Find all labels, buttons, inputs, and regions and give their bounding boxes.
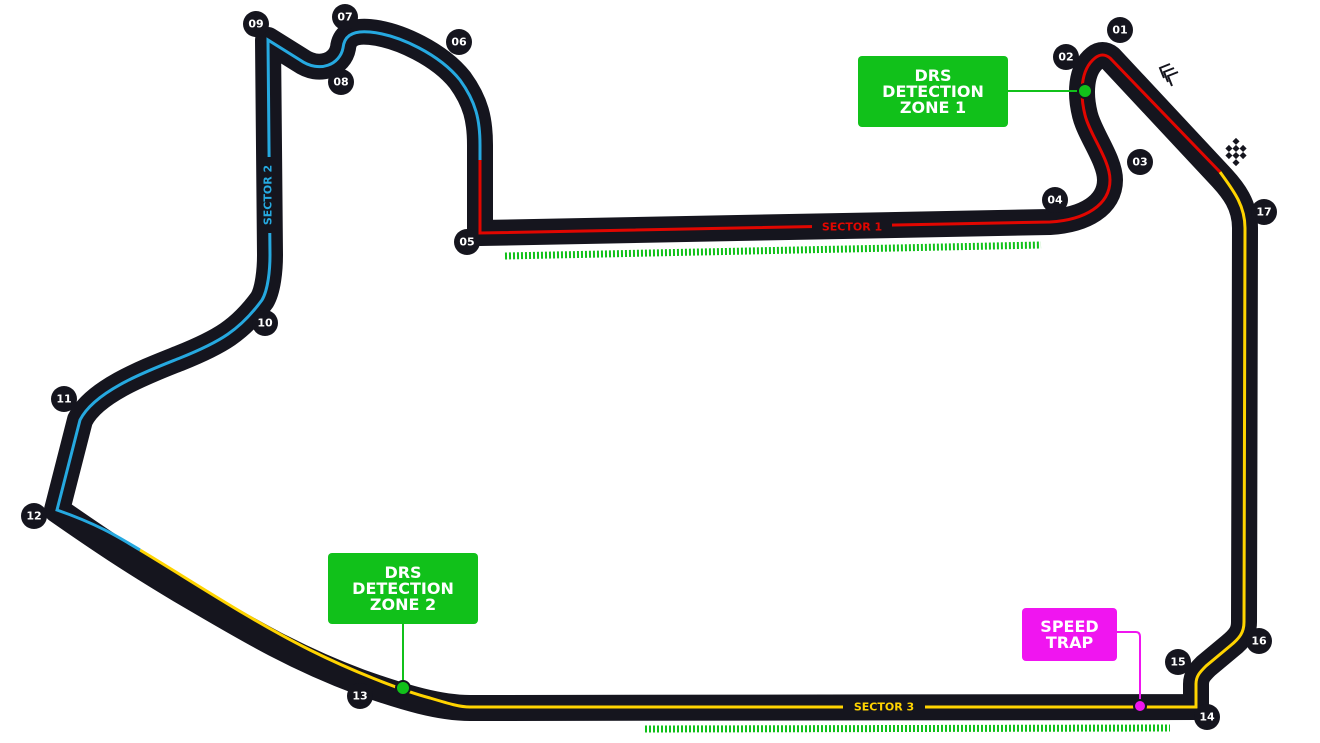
sector-1-line bbox=[478, 53, 1222, 235]
turn-marker-07: 07 bbox=[332, 4, 358, 30]
svg-text:09: 09 bbox=[248, 18, 263, 31]
drs-zone-1-activation bbox=[504, 241, 1042, 260]
drs-1-point bbox=[1077, 83, 1093, 99]
turn-marker-04: 04 bbox=[1042, 187, 1068, 213]
turn-marker-06: 06 bbox=[446, 29, 472, 55]
svg-text:03: 03 bbox=[1132, 156, 1147, 169]
sector-2-label: SECTOR 2 bbox=[260, 157, 276, 233]
turn-marker-01: 01 bbox=[1107, 17, 1133, 43]
speed-trap-line-2: TRAP bbox=[1045, 632, 1094, 652]
turn-marker-02: 02 bbox=[1053, 44, 1079, 70]
turn-markers: 01 02 03 04 05 06 07 08 09 10 11 12 13 1… bbox=[21, 4, 1277, 730]
turn-marker-16: 16 bbox=[1246, 628, 1272, 654]
sector-3-text: SECTOR 3 bbox=[854, 701, 914, 714]
svg-text:11: 11 bbox=[56, 393, 71, 406]
turn-marker-03: 03 bbox=[1127, 149, 1153, 175]
sector-2-text: SECTOR 2 bbox=[262, 165, 275, 225]
svg-text:02: 02 bbox=[1058, 51, 1073, 64]
svg-text:08: 08 bbox=[333, 76, 348, 89]
sector-2-line bbox=[55, 30, 482, 552]
speed-trap-callout: SPEED TRAP bbox=[1022, 608, 1117, 661]
turn-marker-08: 08 bbox=[328, 69, 354, 95]
svg-text:13: 13 bbox=[352, 690, 367, 703]
speed-trap-line-1: SPEED bbox=[1040, 616, 1099, 636]
svg-text:17: 17 bbox=[1256, 206, 1271, 219]
sector-3-line bbox=[139, 171, 1247, 709]
turn-marker-12: 12 bbox=[21, 503, 47, 529]
svg-text:16: 16 bbox=[1251, 635, 1267, 648]
sector-3-label: SECTOR 3 bbox=[843, 699, 925, 714]
turn-marker-09: 09 bbox=[243, 11, 269, 37]
drs-1-line-2: DETECTION bbox=[882, 81, 984, 101]
turn-marker-10: 10 bbox=[252, 310, 278, 336]
svg-text:14: 14 bbox=[1199, 711, 1215, 724]
checkered-flag-icon bbox=[1221, 137, 1251, 167]
svg-text:01: 01 bbox=[1112, 24, 1127, 37]
sector-1-text: SECTOR 1 bbox=[822, 221, 882, 234]
drs-1-line-1: DRS bbox=[914, 65, 952, 85]
drs-2-line-1: DRS bbox=[384, 562, 422, 582]
drs-2-point bbox=[395, 680, 411, 696]
svg-text:06: 06 bbox=[451, 36, 467, 49]
turn-marker-15: 15 bbox=[1165, 649, 1191, 675]
svg-text:10: 10 bbox=[257, 317, 273, 330]
turn-marker-05: 05 bbox=[454, 229, 480, 255]
svg-text:05: 05 bbox=[459, 236, 474, 249]
drs-2-line-3: ZONE 2 bbox=[369, 594, 437, 614]
svg-text:15: 15 bbox=[1170, 656, 1185, 669]
sector-1-label: SECTOR 1 bbox=[812, 219, 892, 234]
svg-text:07: 07 bbox=[337, 11, 352, 24]
speed-trap-connector bbox=[1117, 631, 1141, 706]
turn-marker-13: 13 bbox=[347, 683, 373, 709]
drs-zone-2-activation bbox=[644, 724, 1171, 733]
drs-1-line-3: ZONE 1 bbox=[899, 97, 967, 117]
svg-text:04: 04 bbox=[1047, 194, 1063, 207]
turn-marker-11: 11 bbox=[51, 386, 77, 412]
chevron-arrows-icon bbox=[1158, 63, 1179, 87]
turn-marker-17: 17 bbox=[1251, 199, 1277, 225]
drs-detection-zone-2-callout: DRS DETECTION ZONE 2 bbox=[328, 553, 478, 624]
drs-2-line-2: DETECTION bbox=[352, 578, 454, 598]
turn-marker-14: 14 bbox=[1194, 704, 1220, 730]
speed-trap-point bbox=[1133, 699, 1147, 713]
drs-detection-zone-1-callout: DRS DETECTION ZONE 1 bbox=[858, 56, 1008, 127]
svg-text:12: 12 bbox=[26, 510, 41, 523]
